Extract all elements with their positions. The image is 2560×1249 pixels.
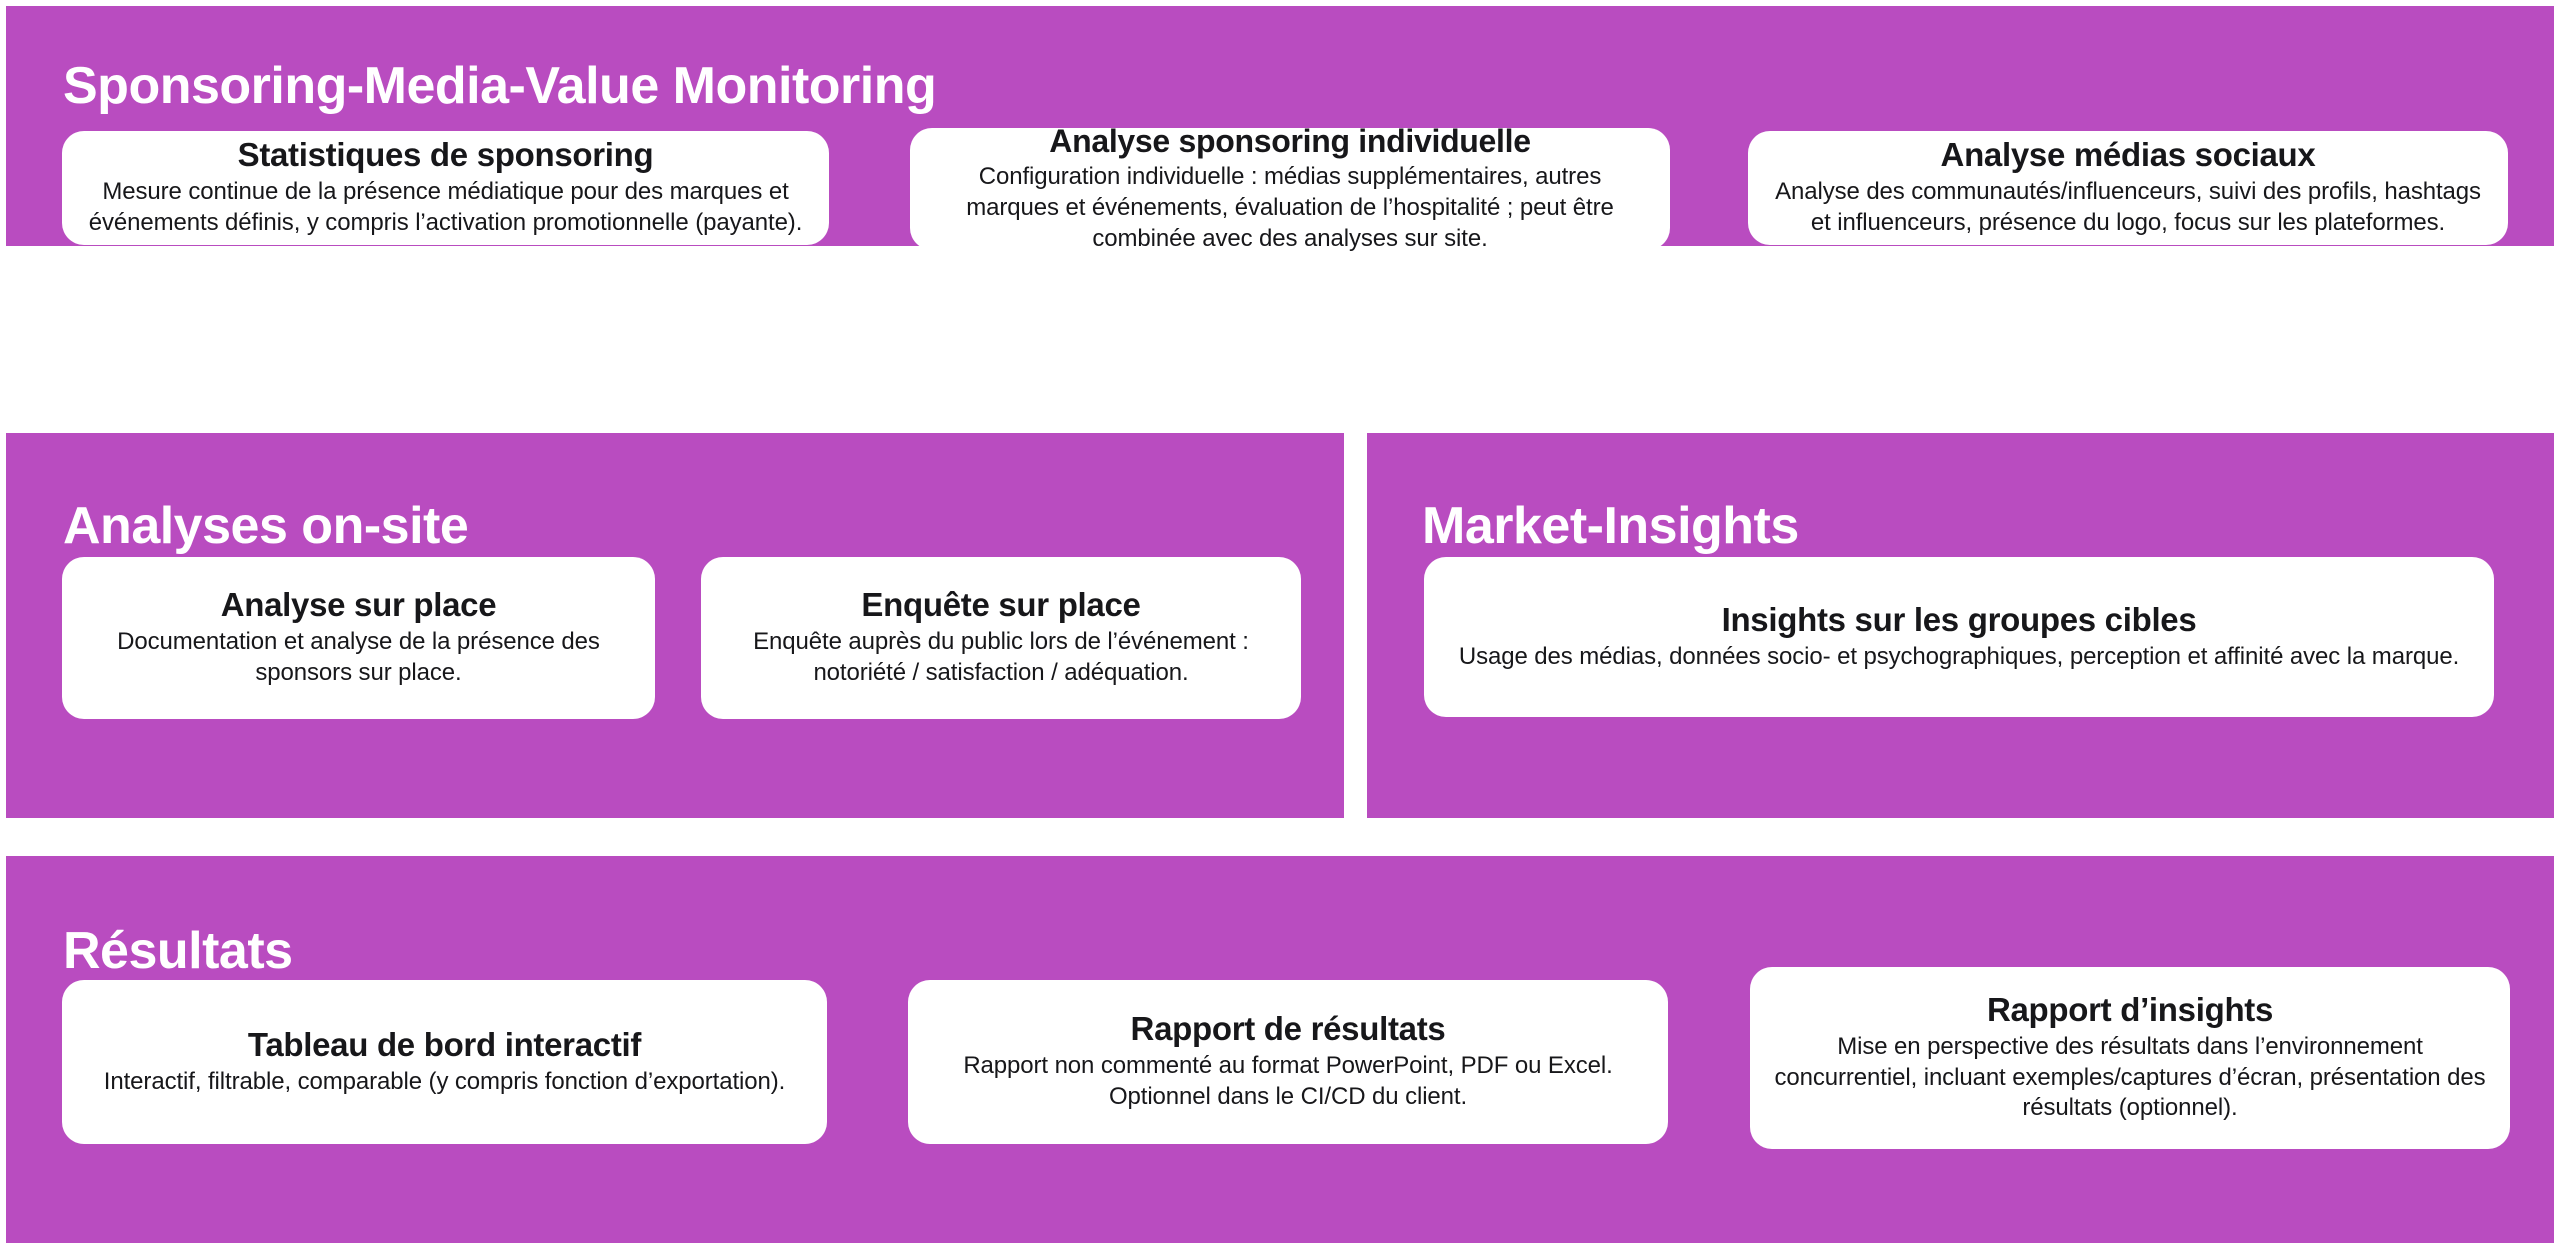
card-body-tableau-de-bord-interactif: Interactif, filtrable, comparable (y com…	[103, 1067, 786, 1095]
card-body-rapport-de-resultats: Rapport non commenté au format PowerPoin…	[963, 1052, 1613, 1110]
section-title-sponsoring-media-value-monitoring: Sponsoring-Media-Value Monitoring	[63, 57, 937, 116]
card-rapport-d-insights[interactable]: Rapport d’insights Mise en perspective d…	[1750, 967, 2510, 1149]
card-title-analyse-sponsoring-individuelle: Analyse sponsoring individuelle	[1049, 122, 1531, 159]
card-body-analyse-medias-sociaux: Analyse des communautés/influenceurs, su…	[1775, 178, 2481, 236]
card-body-enquete-sur-place: Enquête auprès du public lors de l’événe…	[753, 628, 1249, 686]
card-analyse-medias-sociaux[interactable]: Analyse médias sociaux Analyse des commu…	[1748, 131, 2508, 245]
card-title-enquete-sur-place: Enquête sur place	[861, 586, 1141, 624]
section-title-market-insights: Market-Insights	[1422, 497, 1799, 556]
card-rapport-de-resultats[interactable]: Rapport de résultats Rapport non comment…	[908, 980, 1668, 1144]
card-body-insights-sur-les-groupes-cibles: Usage des médias, données socio- et psyc…	[1458, 642, 2460, 670]
card-analyse-sur-place[interactable]: Analyse sur place Documentation et analy…	[62, 557, 655, 719]
card-analyse-sponsoring-individuelle[interactable]: Analyse sponsoring individuelle Configur…	[910, 123, 1670, 252]
card-body-statistiques-de-sponsoring: Mesure continue de la présence médiatiqu…	[88, 178, 803, 236]
card-title-statistiques-de-sponsoring: Statistiques de sponsoring	[237, 136, 654, 174]
card-title-analyse-medias-sociaux: Analyse médias sociaux	[1940, 136, 2316, 174]
card-body-analyse-sur-place: Documentation et analyse de la présence …	[117, 628, 600, 686]
card-title-tableau-de-bord-interactif: Tableau de bord interactif	[247, 1025, 642, 1063]
card-title-rapport-de-resultats: Rapport de résultats	[1130, 1010, 1446, 1048]
card-tableau-de-bord-interactif[interactable]: Tableau de bord interactif Interactif, f…	[62, 980, 827, 1144]
section-title-analyses-on-site: Analyses on-site	[63, 497, 469, 556]
card-body-analyse-sponsoring-individuelle: Configuration individuelle : médias supp…	[966, 163, 1614, 252]
card-title-insights-sur-les-groupes-cibles: Insights sur les groupes cibles	[1721, 600, 2197, 638]
card-title-analyse-sur-place: Analyse sur place	[220, 586, 497, 624]
card-body-rapport-d-insights: Mise en perspective des résultats dans l…	[1774, 1032, 2486, 1122]
card-statistiques-de-sponsoring[interactable]: Statistiques de sponsoring Mesure contin…	[62, 131, 829, 245]
card-title-rapport-d-insights: Rapport d’insights	[1986, 990, 2274, 1028]
card-enquete-sur-place[interactable]: Enquête sur place Enquête auprès du publ…	[701, 557, 1301, 719]
section-title-resultats: Résultats	[63, 922, 293, 981]
card-insights-sur-les-groupes-cibles[interactable]: Insights sur les groupes cibles Usage de…	[1424, 557, 2494, 717]
